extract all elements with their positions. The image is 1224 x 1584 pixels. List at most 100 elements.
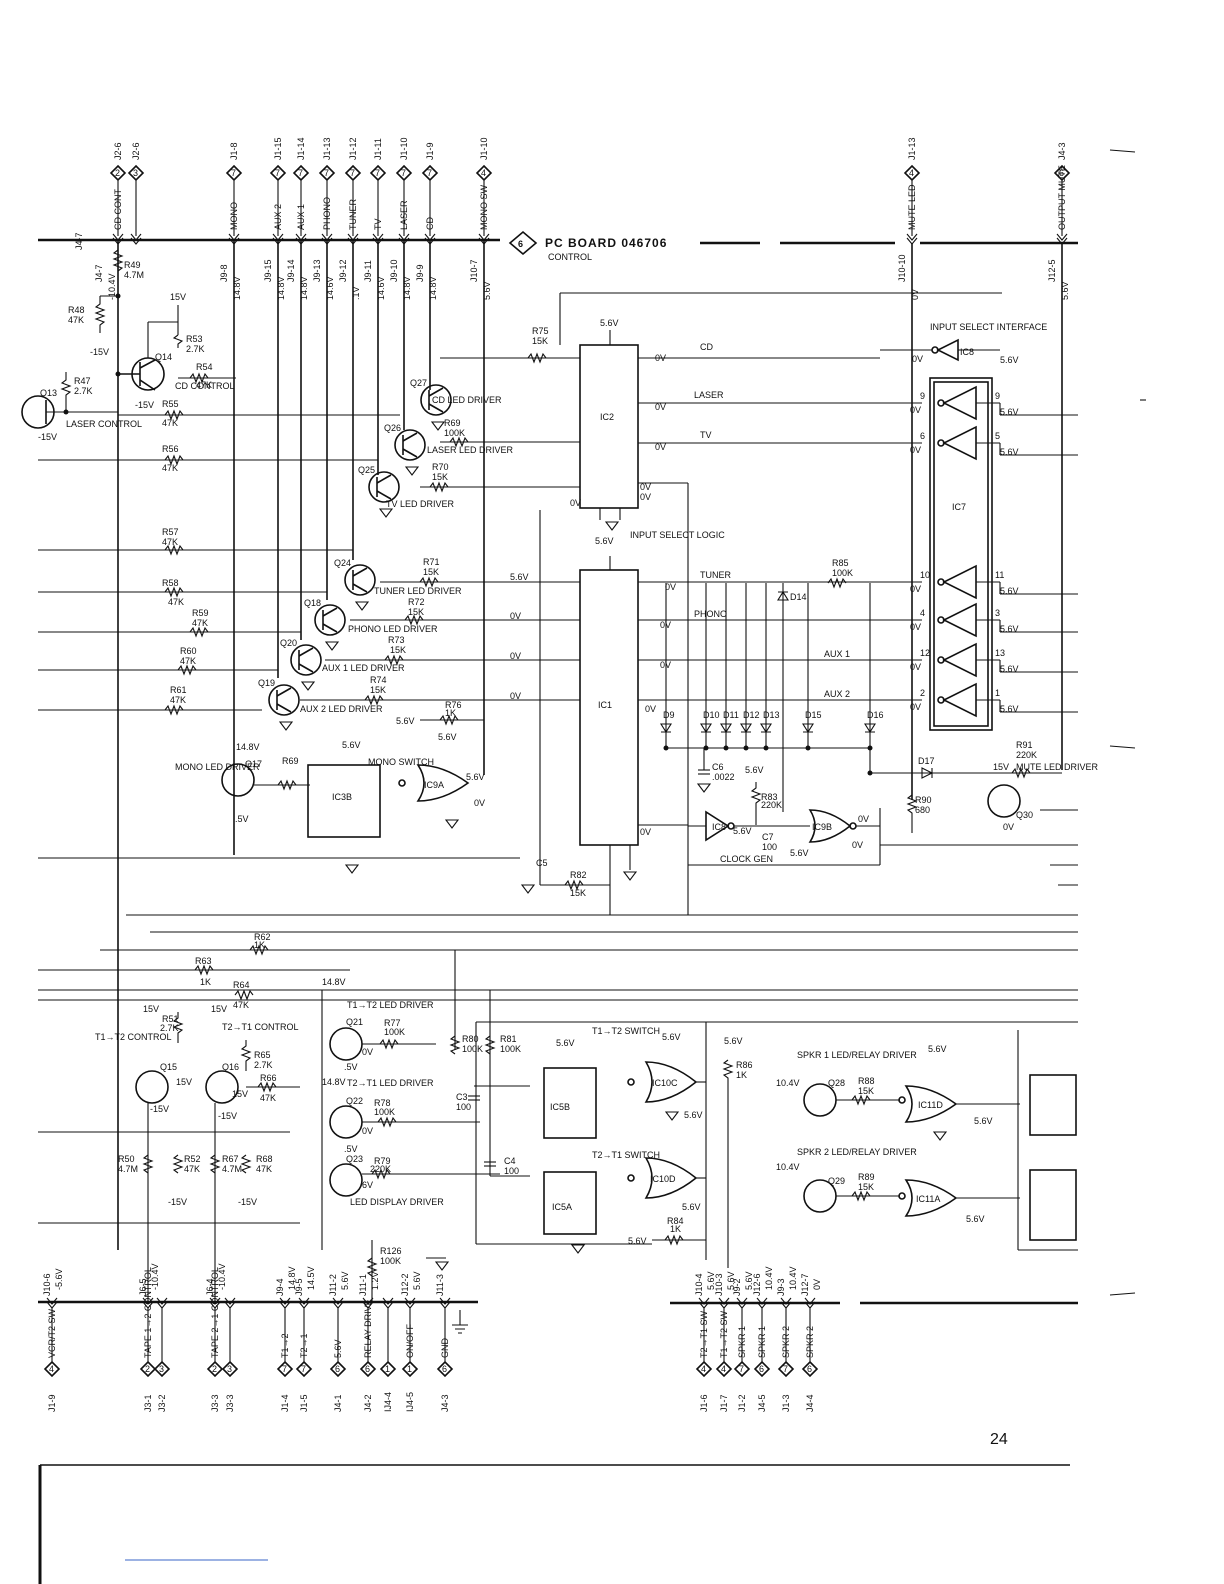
connector-number: 7 bbox=[350, 168, 355, 178]
connector-number: 7 bbox=[301, 1364, 306, 1374]
svg-text:9: 9 bbox=[920, 391, 925, 401]
diode-id: D15 bbox=[805, 710, 822, 720]
svg-text:R66: R66 bbox=[260, 1073, 277, 1083]
svg-text:R61: R61 bbox=[170, 685, 187, 695]
svg-text:47K: 47K bbox=[256, 1164, 272, 1174]
connector-signal: CD bbox=[425, 217, 435, 230]
bottom-bus bbox=[38, 1300, 1078, 1305]
svg-text:Q30: Q30 bbox=[1016, 810, 1033, 820]
svg-text:100K: 100K bbox=[380, 1256, 401, 1266]
connector-signal: T2→1 bbox=[299, 1333, 309, 1358]
svg-text:AUX 2: AUX 2 bbox=[824, 689, 850, 699]
svg-text:T2→T1 LED DRIVER: T2→T1 LED DRIVER bbox=[347, 1078, 434, 1088]
pin-voltage: 14.8V bbox=[402, 276, 412, 300]
svg-text:2.7K: 2.7K bbox=[160, 1023, 179, 1033]
svg-text:Q13: Q13 bbox=[40, 388, 57, 398]
connector-signal: SPKR 1 bbox=[737, 1326, 747, 1358]
svg-text:100: 100 bbox=[504, 1166, 519, 1176]
svg-text:5.6V: 5.6V bbox=[1000, 407, 1019, 417]
connector-number: 2 bbox=[115, 168, 120, 178]
svg-text:CD: CD bbox=[700, 342, 713, 352]
svg-text:5.6V: 5.6V bbox=[1000, 624, 1019, 634]
connector-number: 7 bbox=[275, 168, 280, 178]
svg-text:0V: 0V bbox=[362, 1047, 373, 1057]
svg-text:T1→T2 CONTROL: T1→T2 CONTROL bbox=[95, 1032, 172, 1042]
connector-number: 4 bbox=[909, 168, 914, 178]
svg-text:5.6V: 5.6V bbox=[928, 1044, 947, 1054]
svg-text:15K: 15K bbox=[570, 888, 586, 898]
svg-text:100K: 100K bbox=[500, 1044, 521, 1054]
svg-text:R77: R77 bbox=[384, 1018, 401, 1028]
connector-number: 7 bbox=[739, 1364, 744, 1374]
svg-text:5.6V: 5.6V bbox=[1000, 664, 1019, 674]
svg-text:47K: 47K bbox=[184, 1164, 200, 1174]
svg-text:0V: 0V bbox=[665, 582, 676, 592]
matrix-diode: D12 bbox=[740, 583, 760, 751]
svg-text:-15V: -15V bbox=[168, 1197, 187, 1207]
pin-id: J11-3 bbox=[435, 1274, 445, 1296]
svg-text:CD LED DRIVER: CD LED DRIVER bbox=[432, 395, 502, 405]
connector-pin: J1-12 bbox=[348, 137, 358, 160]
svg-text:15V: 15V bbox=[143, 1004, 159, 1014]
svg-text:47K: 47K bbox=[196, 380, 212, 390]
svg-text:R49: R49 bbox=[124, 260, 141, 270]
svg-text:47K: 47K bbox=[233, 1000, 249, 1010]
diode-id: D10 bbox=[703, 710, 720, 720]
connector-pin: IJ4-4 bbox=[383, 1392, 393, 1412]
connector-pin: J4-2 bbox=[363, 1394, 373, 1412]
svg-text:0V: 0V bbox=[1003, 822, 1014, 832]
ic2-block: IC2 5.6V CD LASER TV 0V 0V 0V 0V 0V 0V 5… bbox=[559, 292, 1002, 915]
page-border bbox=[38, 149, 1146, 1584]
connector-signal: RELAY DRIVE bbox=[363, 1299, 373, 1358]
svg-text:Q21: Q21 bbox=[346, 1017, 363, 1027]
svg-text:D14: D14 bbox=[790, 592, 807, 602]
svg-text:47K: 47K bbox=[162, 418, 178, 428]
svg-text:R82: R82 bbox=[570, 870, 587, 880]
svg-text:0V: 0V bbox=[640, 492, 651, 502]
svg-text:J4-7: J4-7 bbox=[74, 232, 84, 250]
ic3b-label: IC3B bbox=[332, 792, 352, 802]
connector-number: 7 bbox=[298, 168, 303, 178]
svg-text:47K: 47K bbox=[168, 597, 184, 607]
svg-text:R81: R81 bbox=[500, 1034, 517, 1044]
ic11d-label: IC11D bbox=[918, 1100, 943, 1110]
svg-text:15K: 15K bbox=[432, 472, 448, 482]
svg-text:R65: R65 bbox=[254, 1050, 271, 1060]
led-driver-transistor: Q24 bbox=[334, 558, 376, 611]
svg-text:15V: 15V bbox=[993, 762, 1009, 772]
svg-text:IC8: IC8 bbox=[712, 822, 726, 832]
svg-text:CD CONTROL: CD CONTROL bbox=[175, 381, 235, 391]
connector-signal: MONO SW bbox=[479, 184, 489, 230]
connector-signal: LASER bbox=[399, 200, 409, 230]
svg-text:0V: 0V bbox=[640, 482, 651, 492]
svg-text:15K: 15K bbox=[370, 685, 386, 695]
connector-signal: MONO bbox=[229, 202, 239, 230]
bottom-connector: 3J3-3 bbox=[221, 1297, 239, 1412]
svg-text:SPKR 1 LED/RELAY DRIVER: SPKR 1 LED/RELAY DRIVER bbox=[797, 1050, 917, 1060]
svg-text:47K: 47K bbox=[162, 463, 178, 473]
pin-voltage: 10.4V bbox=[764, 1266, 774, 1290]
svg-text:T2→T1 CONTROL: T2→T1 CONTROL bbox=[222, 1022, 299, 1032]
svg-text:.5V: .5V bbox=[344, 1062, 358, 1072]
connector-pin: J1-8 bbox=[229, 142, 239, 160]
svg-text:R76: R76 bbox=[445, 700, 462, 710]
connector-number: 2 bbox=[212, 1364, 217, 1374]
svg-text:0V: 0V bbox=[910, 702, 921, 712]
svg-text:INPUT SELECT LOGIC: INPUT SELECT LOGIC bbox=[630, 530, 725, 540]
svg-text:5.6V: 5.6V bbox=[733, 826, 752, 836]
ic10d-label: IC10D bbox=[650, 1174, 676, 1184]
svg-text:11: 11 bbox=[995, 570, 1004, 580]
svg-text:15K: 15K bbox=[858, 1086, 874, 1096]
svg-text:0V: 0V bbox=[655, 442, 666, 452]
